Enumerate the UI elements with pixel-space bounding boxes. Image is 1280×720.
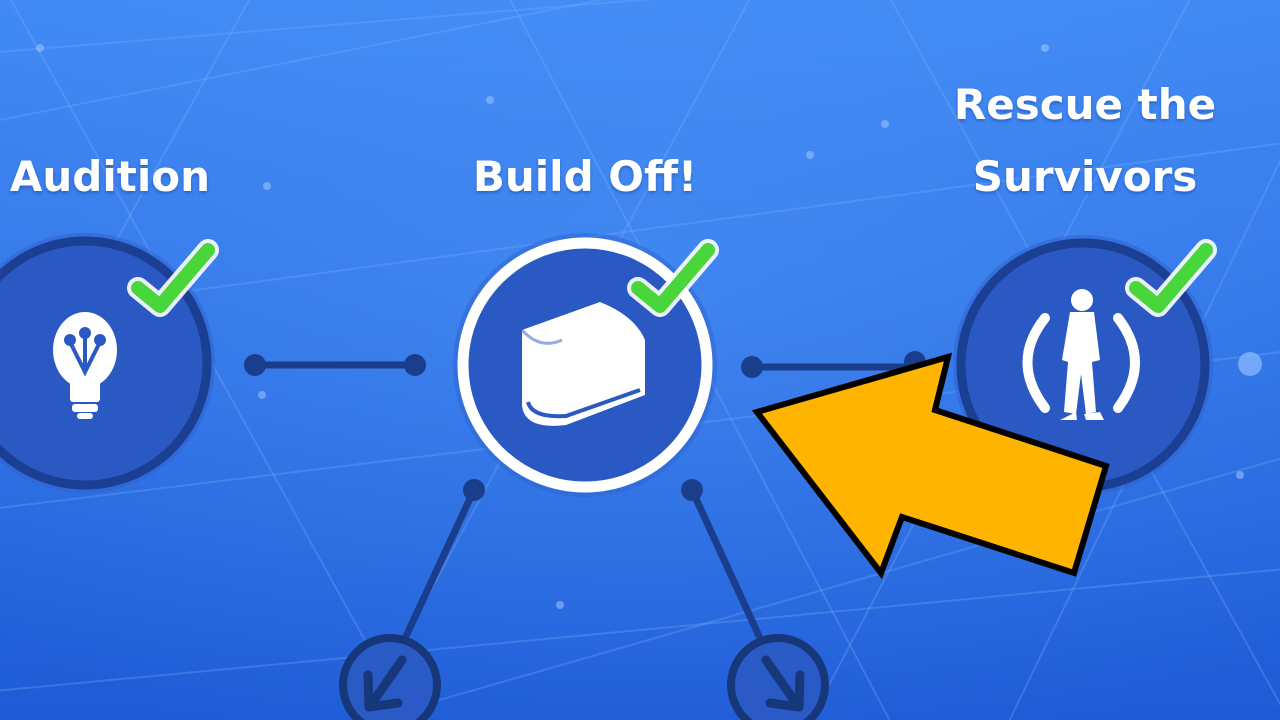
quest-title-rescue-line1: Rescue the [953, 80, 1217, 129]
quest-node-audition[interactable] [0, 233, 219, 493]
connector-branch-left [391, 488, 478, 662]
branch-node-left[interactable] [339, 634, 441, 720]
arrow-down-left-icon [363, 655, 407, 712]
quest-title-rescue-line2: Survivors [972, 152, 1198, 201]
quest-title-audition: Audition [9, 152, 210, 201]
survivor-icon [1022, 289, 1140, 420]
quest-node-build-off[interactable] [453, 233, 719, 497]
quest-title-build-off: Build Off! [472, 152, 698, 201]
next-connector-dot [1238, 352, 1262, 376]
lightbulb-icon [53, 312, 117, 419]
branch-node-right[interactable] [727, 634, 829, 720]
highlight-arrow-icon [751, 352, 1110, 580]
connectors [244, 351, 926, 662]
grid-dots [36, 44, 1244, 609]
arrow-down-right-icon [761, 655, 805, 712]
book-icon [520, 302, 645, 426]
connector-branch-right [688, 488, 774, 662]
